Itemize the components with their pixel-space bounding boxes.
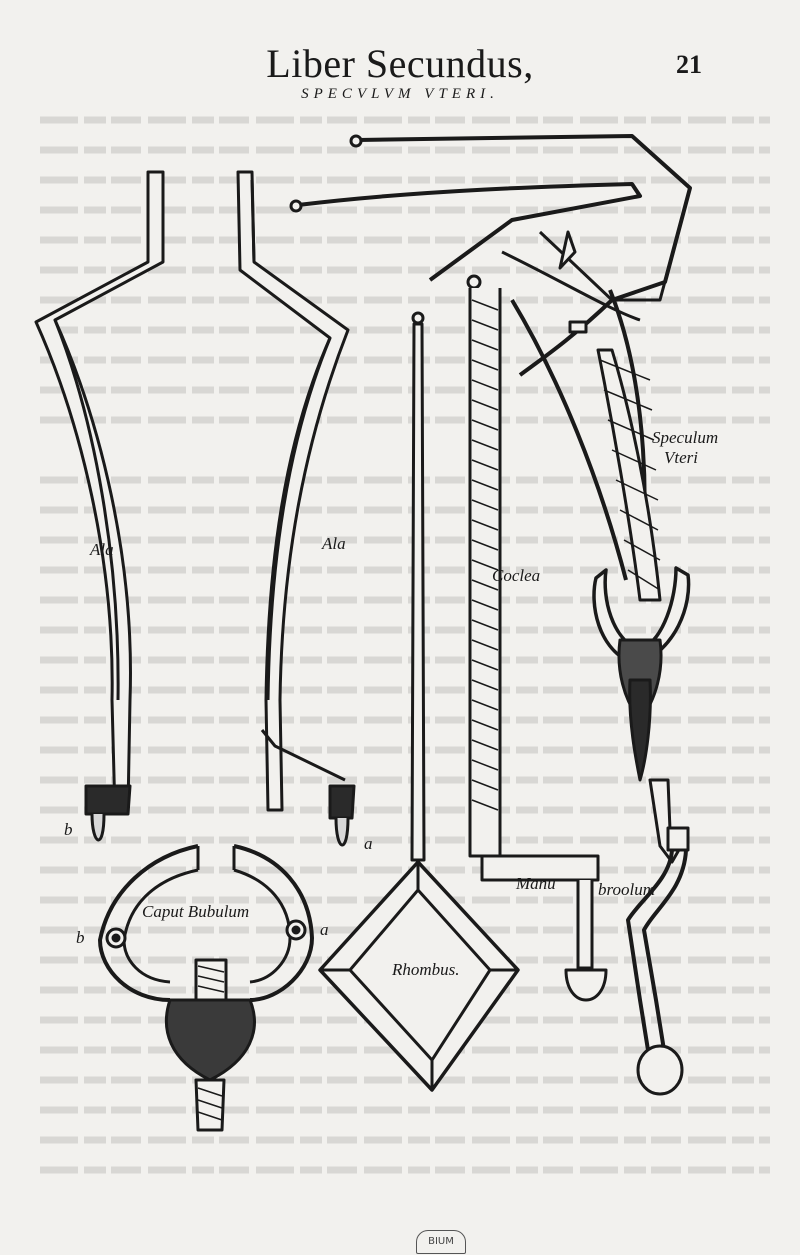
label-a-blade: a: [364, 834, 373, 853]
label-b-blade: b: [64, 820, 73, 839]
figure-title: SPECVLVM VTERI.: [301, 86, 499, 102]
rhombus-instrument: [318, 311, 520, 1092]
label-caput-bubulum: Caput Bubulum: [142, 902, 250, 921]
right-blade-ala: [236, 170, 356, 847]
label-ala-left: Ala: [90, 540, 114, 559]
label-manu: Manu: [516, 874, 556, 893]
label-coclea: Coclea: [492, 566, 541, 585]
label-speculum: Speculum: [652, 428, 719, 447]
coclea-screw: [466, 274, 608, 1002]
library-stamp: BIUM: [416, 1230, 466, 1254]
label-ala-right: Ala: [322, 534, 346, 553]
label-a-ring: a: [320, 920, 329, 939]
label-b-ring: b: [76, 928, 85, 947]
speculum-uteri-assembly: [289, 134, 692, 1096]
label-vteri: Vteri: [664, 448, 698, 467]
label-rhombus: Rhombus.: [392, 960, 460, 979]
label-broolum: broolum: [598, 880, 655, 899]
page-number: 21: [676, 50, 702, 79]
page-heading: Liber Secundus,: [266, 41, 534, 86]
left-blade-ala: [34, 170, 165, 842]
caput-bubulum-ring: [98, 844, 314, 1132]
